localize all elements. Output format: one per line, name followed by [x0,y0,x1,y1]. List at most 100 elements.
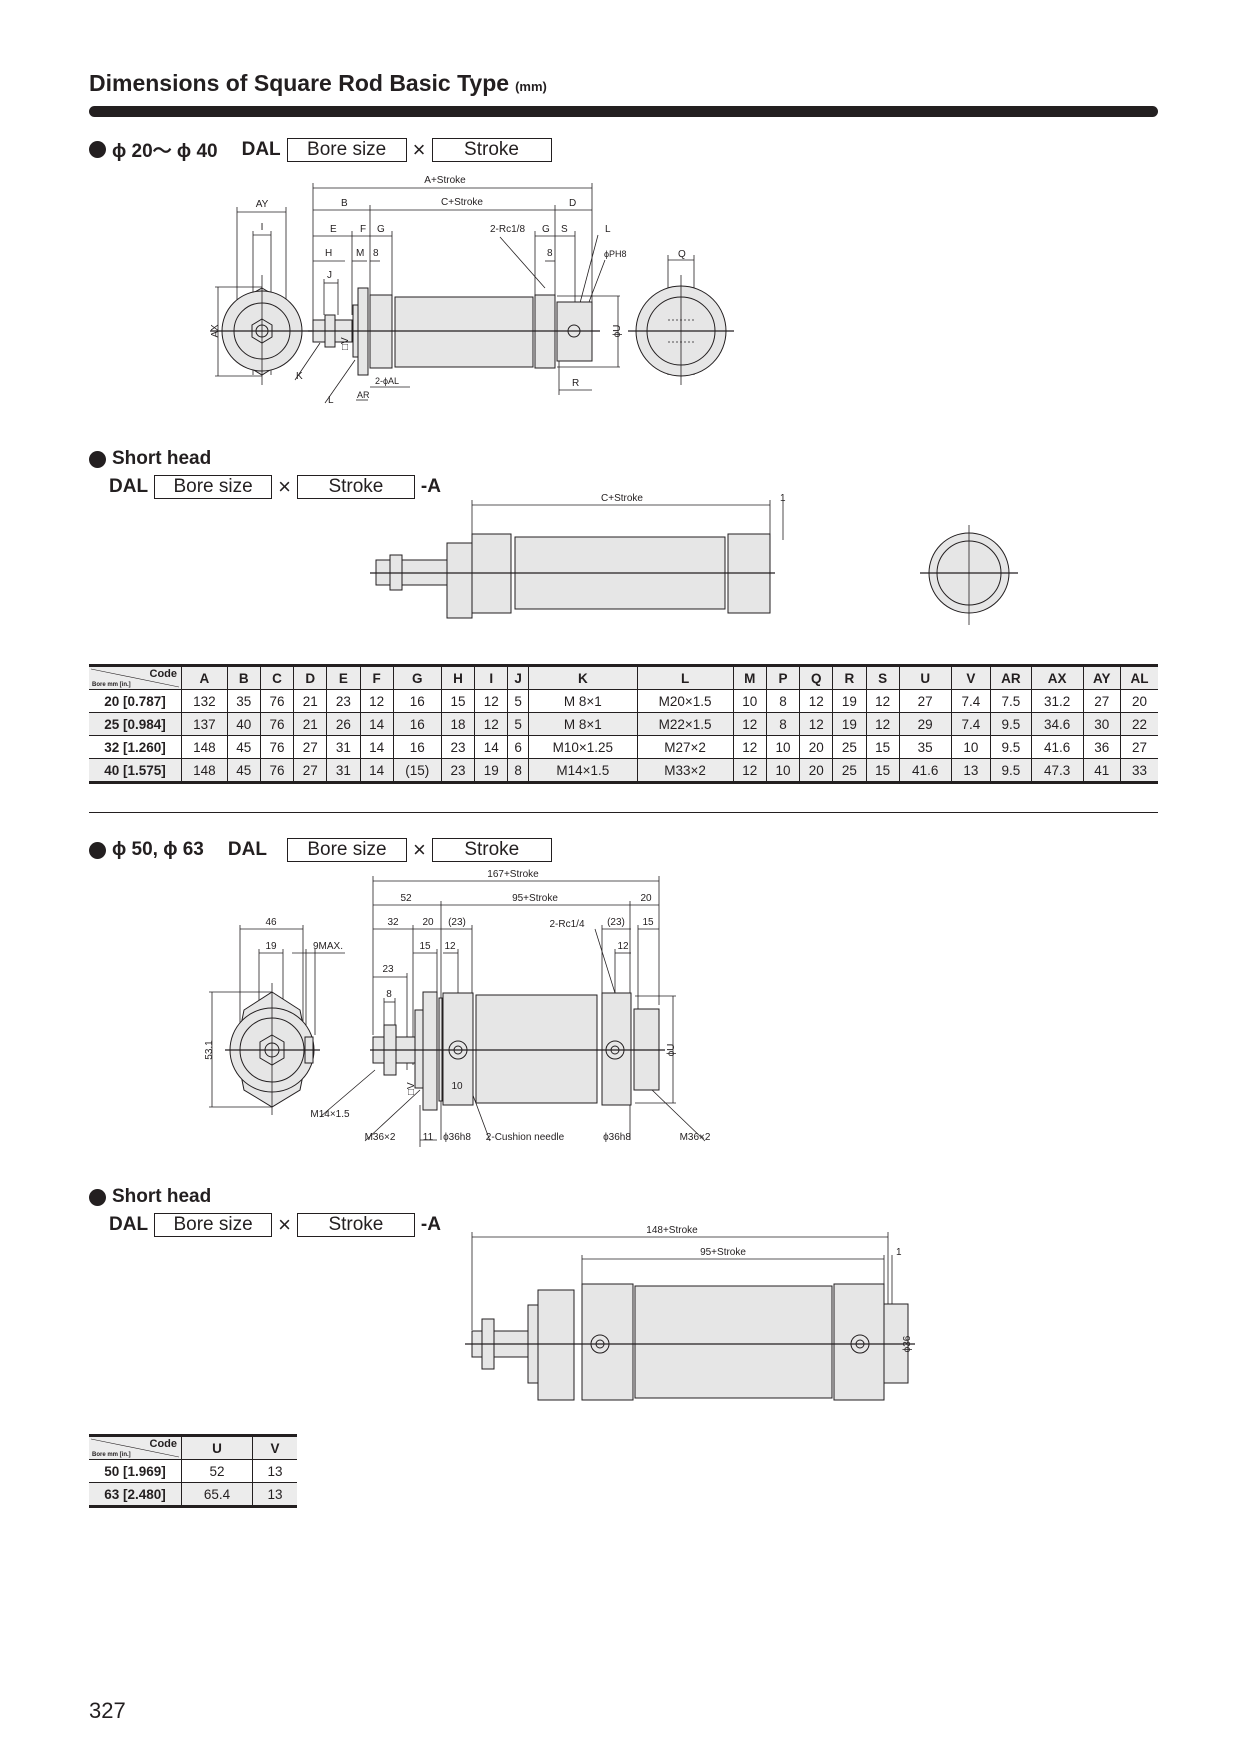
table-cell: 45 [226,758,261,783]
times-sign: × [278,474,291,499]
model-code: DAL [109,476,149,497]
label-v: □V [340,337,351,350]
label-1: 1 [780,493,786,504]
label-l: L [328,395,334,406]
label-al: 2-ϕAL [375,376,399,386]
table-cell: M22×1.5 [636,712,734,736]
table-cell: 12 [732,735,767,759]
table-cell: (15) [392,758,442,783]
label-m36: M36×2 [365,1132,396,1143]
table-cell: 15 [865,758,900,783]
title-text: Dimensions of Square Rod Basic Type [89,70,510,96]
column-header: R [832,665,867,690]
table-cell: M14×1.5 [528,758,638,783]
table-cell: 14 [359,712,394,736]
bore-size-box: Bore size [286,838,407,862]
table-cell: 26 [326,712,361,736]
label-8: 8 [373,248,379,259]
table-cell: 10 [765,735,800,759]
table-cell: 76 [259,758,294,783]
column-header: V [950,665,991,690]
corner-code: Code [149,1438,178,1450]
short-head-label: Short head [112,448,212,469]
bore-size-box: Bore size [154,1213,273,1237]
dimension-lines [215,183,695,404]
table-cell: 9.5 [990,735,1032,759]
label-8: 8 [386,989,392,1000]
label-v: □V [406,1082,417,1095]
table-cell: 27 [293,735,327,759]
label-95-stroke: 95+Stroke [700,1247,746,1258]
table-cell: 14 [359,758,394,783]
table-cell: 36 [1082,735,1121,759]
label-cushion-needle: 2-Cushion needle [486,1132,565,1143]
label-12: 12 [617,941,629,952]
table-cell: 10 [765,758,800,783]
right-end-view [628,275,734,385]
table-cell: 29 [898,712,952,736]
table-cell: 12 [799,712,833,736]
table-cell: 13 [252,1482,297,1507]
table-cell: 16 [392,689,442,713]
label-ax: AX [210,324,221,338]
table-cell: 10 [950,735,991,759]
table-cell: 52 [180,1459,253,1483]
label-19: 19 [265,941,277,952]
bullet-icon [89,841,106,859]
label-g: G [542,224,550,235]
bullet-icon [89,1188,106,1206]
label-23: (23) [448,917,466,928]
table-cell: 12 [799,689,833,713]
drawing-short-head-20-40: C+Stroke 1 [370,493,1018,625]
label-c-stroke: C+Stroke [441,197,483,208]
model-code: DAL [109,1214,149,1235]
label-15: 15 [642,917,654,928]
stroke-box: Stroke [296,1213,415,1237]
title-rule [89,106,1158,117]
label-d: D [569,198,576,209]
table-cell: 76 [259,735,294,759]
table-cell: 76 [259,689,294,713]
table-cell: 18 [440,712,475,736]
suffix: -A [420,476,441,497]
label-23: (23) [607,917,625,928]
stroke-box: Stroke [296,475,415,499]
table-cell: M27×2 [636,735,734,759]
table-cell: 20 [799,758,833,783]
table-cell: 8 [507,758,529,783]
section2-heading: ϕ 50, ϕ 63 DAL Bore size × Stroke [89,837,552,863]
table-cell: 21 [293,689,327,713]
cylinder-side-view [308,287,600,376]
table-cell: 31 [326,735,361,759]
table-cell: 12 [474,712,508,736]
table-cell: 34.6 [1030,712,1084,736]
table-cell: 12 [732,712,767,736]
table-cell: 148 [181,758,228,783]
label-c-stroke: C+Stroke [601,493,643,504]
label-12: 12 [444,941,456,952]
table-cell: 23 [440,758,475,783]
table-cell: 7.4 [950,712,991,736]
short-head2-heading: Short head [89,1186,211,1208]
table-cell: 30 [1082,712,1121,736]
label-i: I [261,222,264,233]
column-header: S [865,665,900,690]
label-f: F [360,224,366,235]
table-cell: M 8×1 [528,712,638,736]
bore-cell: 63 [2.480] [104,1486,166,1502]
table-cell: 27 [293,758,327,783]
column-header: U [898,665,952,690]
table-cell: 10 [732,689,767,713]
label-11: 11 [423,1132,434,1143]
column-header: L [636,665,734,690]
label-l: L [605,224,611,235]
label-g: G [377,224,385,235]
label-p: ϕPH8 [604,249,627,259]
